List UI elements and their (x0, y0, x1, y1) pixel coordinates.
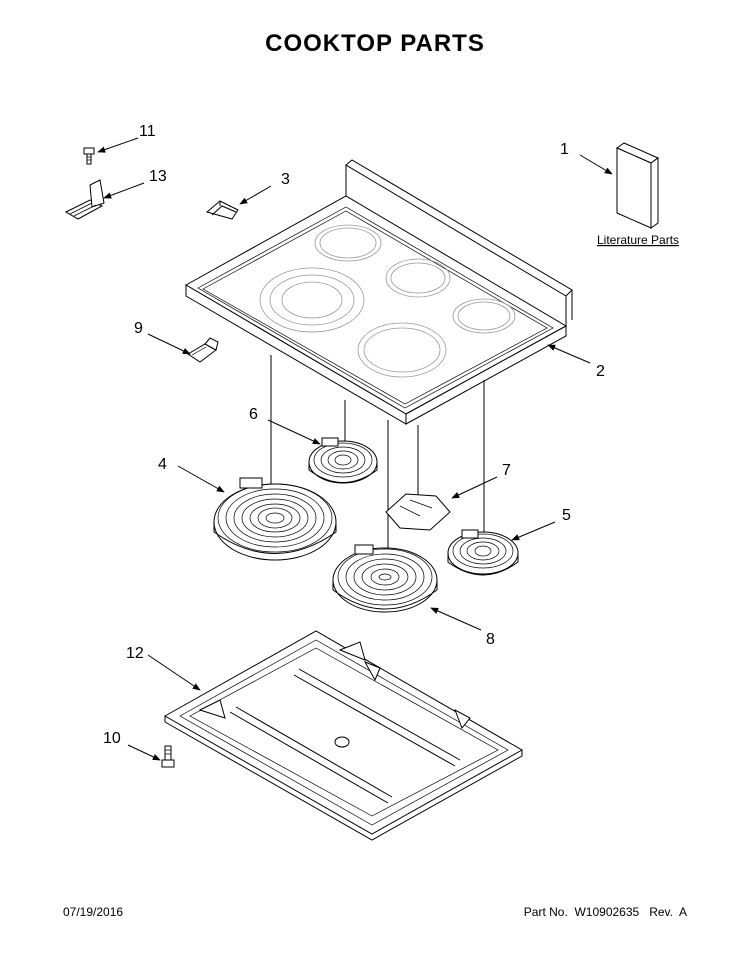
callout-1: 1 (560, 141, 569, 158)
literature-booklet (615, 142, 660, 229)
callout-4: 4 (158, 456, 167, 473)
callout-5: 5 (562, 507, 571, 524)
callout-10: 10 (103, 730, 121, 747)
medium-element-part-8 (332, 544, 438, 613)
bracket-part-9 (187, 337, 219, 363)
callout-3: 3 (281, 171, 290, 188)
footer-date: 07/19/2016 (63, 905, 124, 919)
screw-part-10 (161, 745, 175, 768)
callout-9: 9 (134, 320, 143, 337)
bottom-pan-part-12 (163, 630, 524, 841)
callout-2: 2 (596, 363, 605, 380)
callout-6: 6 (249, 406, 258, 423)
cooktop-main-top (184, 159, 573, 425)
footer-part-number: Part No. W10902635 Rev. A (523, 905, 687, 919)
callout-11: 11 (139, 123, 156, 140)
small-element-part-5 (447, 529, 519, 576)
screw-part-11 (83, 147, 95, 165)
callout-12: 12 (126, 645, 144, 662)
callout-7: 7 (502, 462, 511, 479)
callout-leaders (97, 137, 613, 761)
limiter-part-7 (385, 493, 451, 531)
small-element-part-6 (308, 437, 378, 484)
bracket-part-13 (64, 179, 105, 220)
callout-13: 13 (149, 168, 167, 185)
callout-8: 8 (486, 631, 495, 648)
clip-part-3 (205, 200, 239, 220)
large-element-part-4 (213, 477, 337, 561)
literature-parts-label: Literature Parts (597, 233, 679, 247)
page-title: COOKTOP PARTS (265, 30, 485, 57)
